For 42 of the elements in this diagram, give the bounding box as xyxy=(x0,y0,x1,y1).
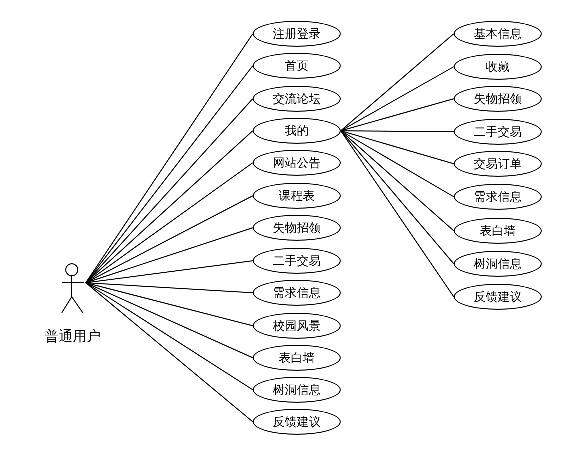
use-case-ellipse: 基本信息 xyxy=(454,21,542,47)
association-line xyxy=(86,260,254,284)
use-case-ellipse: 树洞信息 xyxy=(253,377,341,403)
association-line xyxy=(340,130,454,164)
association-line xyxy=(340,98,454,132)
association-line xyxy=(340,130,454,198)
association-line xyxy=(86,282,254,294)
use-case-ellipse: 二手交易 xyxy=(454,119,542,145)
use-case-ellipse: 收藏 xyxy=(454,54,542,80)
association-line xyxy=(86,228,254,284)
actor-label: 普通用户 xyxy=(44,328,102,346)
use-case-ellipse: 失物招领 xyxy=(253,215,341,241)
association-line xyxy=(86,196,254,284)
association-line xyxy=(340,66,454,132)
use-case-ellipse: 反馈建议 xyxy=(253,409,341,435)
use-case-ellipse: 需求信息 xyxy=(253,280,341,306)
use-case-ellipse: 网站公告 xyxy=(253,150,341,176)
use-case-ellipse: 我的 xyxy=(253,118,341,144)
association-line xyxy=(86,282,254,358)
association-line xyxy=(340,34,454,132)
use-case-ellipse: 需求信息 xyxy=(454,184,542,210)
association-line xyxy=(340,130,454,298)
association-line xyxy=(340,130,454,232)
association-line xyxy=(86,282,254,326)
use-case-ellipse: 课程表 xyxy=(253,183,341,209)
association-line xyxy=(86,282,254,390)
use-case-ellipse: 校园风景 xyxy=(253,313,341,339)
use-case-ellipse: 二手交易 xyxy=(253,248,341,274)
use-case-ellipse: 反馈建议 xyxy=(454,284,542,310)
association-line xyxy=(340,130,454,264)
use-case-ellipse: 表白墙 xyxy=(454,218,542,244)
use-case-ellipse: 树洞信息 xyxy=(454,251,542,277)
use-case-ellipse: 首页 xyxy=(253,53,341,79)
use-case-ellipse: 表白墙 xyxy=(253,345,341,371)
use-case-ellipse: 交易订单 xyxy=(454,151,542,177)
use-case-ellipse: 失物招领 xyxy=(454,86,542,112)
association-line xyxy=(86,130,254,284)
use-case-ellipse: 注册登录 xyxy=(253,21,341,47)
association-line xyxy=(86,282,254,422)
use-case-ellipse: 交流论坛 xyxy=(253,86,341,112)
association-line xyxy=(86,98,254,284)
association-line xyxy=(340,130,454,132)
